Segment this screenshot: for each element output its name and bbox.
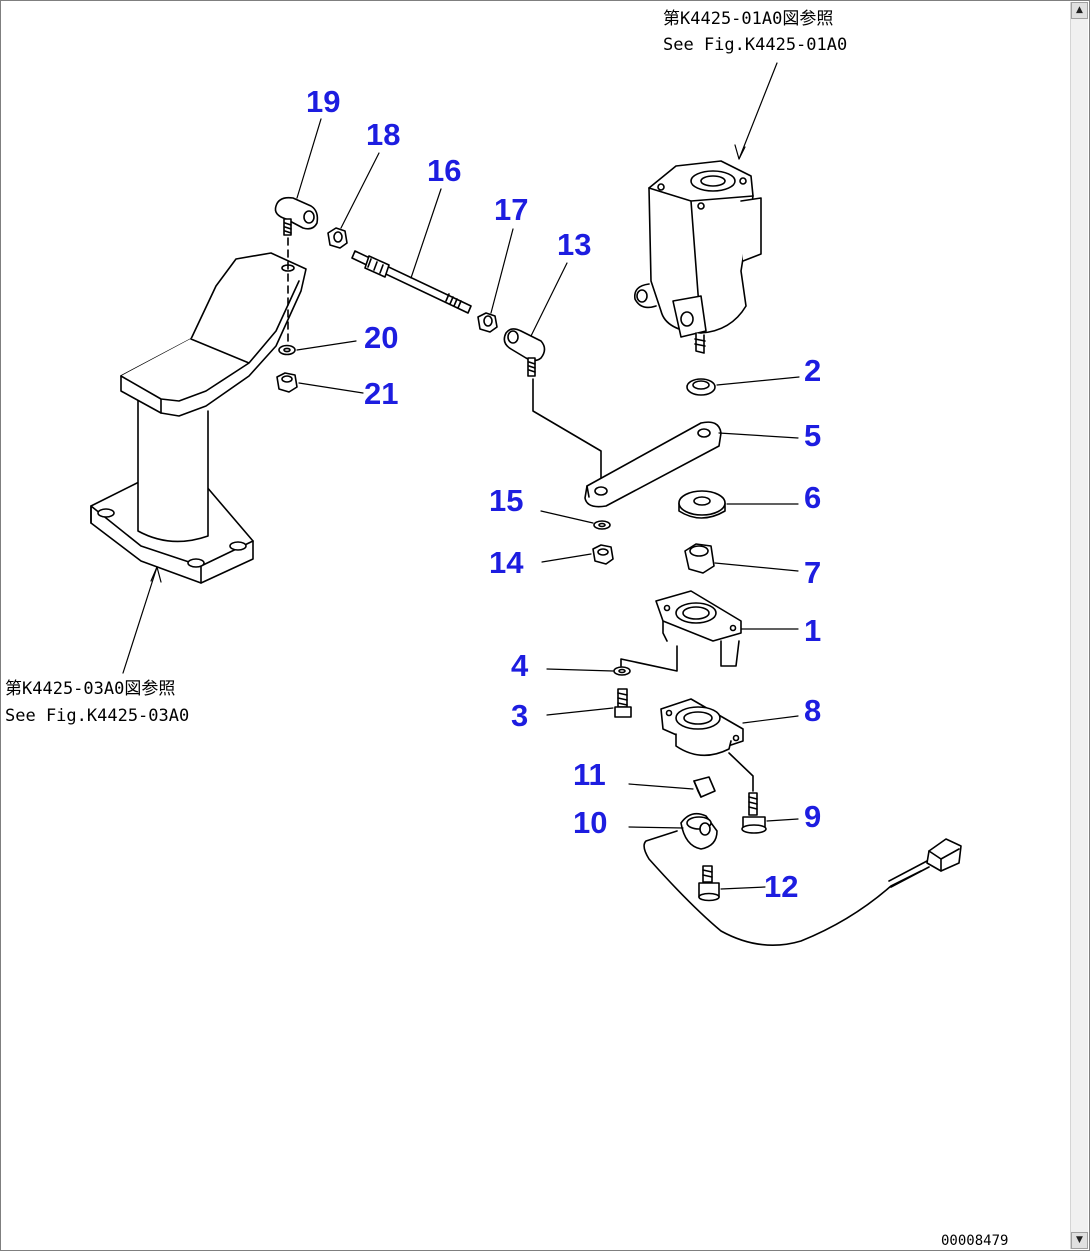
part-15-washer — [593, 520, 611, 530]
part-20-washer — [278, 344, 296, 356]
callout-12: 12 — [764, 869, 798, 904]
callout-7: 7 — [804, 555, 821, 590]
callout-3: 3 — [511, 698, 528, 733]
part-16-rod — [351, 250, 472, 314]
callout-16: 16 — [427, 153, 461, 188]
part-19-clevis — [274, 196, 319, 236]
part-8-housing — [660, 698, 754, 792]
ref-left-en: See Fig.K4425-03A0 — [5, 706, 189, 726]
reference-arrows — [122, 62, 778, 674]
brake-valve-assembly — [633, 160, 762, 354]
part-4-washer — [613, 666, 631, 676]
callout-6: 6 — [804, 480, 821, 515]
part-18-nut — [327, 227, 348, 249]
wire-connector — [926, 838, 962, 872]
part-7-nut — [684, 543, 715, 574]
part-17-nut — [477, 312, 498, 333]
part-3-bolt — [614, 688, 632, 718]
callout-21: 21 — [364, 376, 398, 411]
callout-18: 18 — [366, 117, 400, 152]
leader-lines — [296, 118, 800, 890]
callout-19: 19 — [306, 84, 340, 119]
part-11-key — [693, 776, 716, 798]
ref-left-jp: 第K4425-03A0図参照 — [5, 679, 175, 699]
part-9-bolt — [741, 792, 767, 834]
ref-top-en: See Fig.K4425-01A0 — [663, 35, 847, 55]
part-6-bushing — [678, 490, 726, 519]
callout-10: 10 — [573, 805, 607, 840]
part-2-washer — [686, 378, 716, 396]
callout-20: 20 — [364, 320, 398, 355]
part-21-nut — [276, 372, 298, 393]
ref-top-jp: 第K4425-01A0図参照 — [663, 9, 833, 29]
image-code: 00008479 — [941, 1233, 1008, 1249]
callout-11: 11 — [573, 757, 606, 792]
callout-2: 2 — [804, 353, 821, 388]
callout-15: 15 — [489, 483, 523, 518]
part-1-bracket — [620, 590, 742, 672]
pedal-bracket — [90, 252, 307, 584]
part-14-nut — [592, 544, 614, 565]
callout-13: 13 — [557, 227, 591, 262]
callout-5: 5 — [804, 418, 821, 453]
callout-4: 4 — [511, 648, 529, 683]
callout-9: 9 — [804, 799, 821, 834]
callout-1: 1 — [804, 613, 821, 648]
scroll-up-arrow-icon[interactable]: ▲ — [1071, 2, 1088, 19]
part-5-lever — [584, 421, 722, 508]
callout-14: 14 — [489, 545, 524, 580]
callout-17: 17 — [494, 192, 528, 227]
scroll-down-arrow-icon[interactable]: ▼ — [1071, 1232, 1088, 1249]
vertical-scrollbar[interactable]: ▲ ▼ — [1070, 2, 1088, 1249]
callout-8: 8 — [804, 693, 821, 728]
part-12-fitting — [698, 865, 720, 902]
part-10-sensor — [680, 812, 718, 850]
part-13-clevis — [503, 328, 546, 377]
